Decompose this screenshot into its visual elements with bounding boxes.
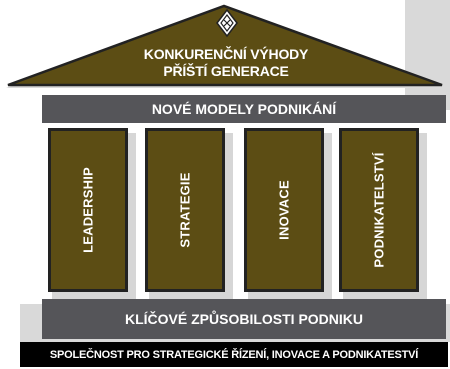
pillar-strategie: STRATEGIE xyxy=(145,128,225,292)
pillar-leadership: LEADERSHIP xyxy=(48,128,128,292)
roof-title-line2: PŘÍŠTÍ GENERACE xyxy=(163,63,289,79)
pillar-label: STRATEGIE xyxy=(177,172,193,248)
pillar-label: INOVACE xyxy=(276,180,292,240)
diamond-logo-icon xyxy=(216,9,238,38)
roof xyxy=(6,4,446,88)
footer-organization: SPOLEČNOST PRO STRATEGICKÉ ŘÍZENÍ, INOVA… xyxy=(20,342,448,367)
pillar-label: LEADERSHIP xyxy=(80,167,96,253)
pillar-label: PODNIKATELSTVÍ xyxy=(371,152,387,268)
roof-title-line1: KONKURENČNÍ VÝHODY xyxy=(143,46,309,62)
pillar-inovace: INOVACE xyxy=(244,128,324,292)
beam-new-business-models: NOVÉ MODELY PODNIKÁNÍ xyxy=(42,95,446,123)
roof-shadow-right xyxy=(405,0,450,110)
pillar-podnikatelstvi: PODNIKATELSTVÍ xyxy=(339,128,419,292)
foundation-core-competencies: KLÍČOVÉ ZPŮSOBILOSTI PODNIKU xyxy=(42,299,446,339)
roof-title: KONKURENČNÍ VÝHODY PŘÍŠTÍ GENERACE xyxy=(96,46,356,80)
